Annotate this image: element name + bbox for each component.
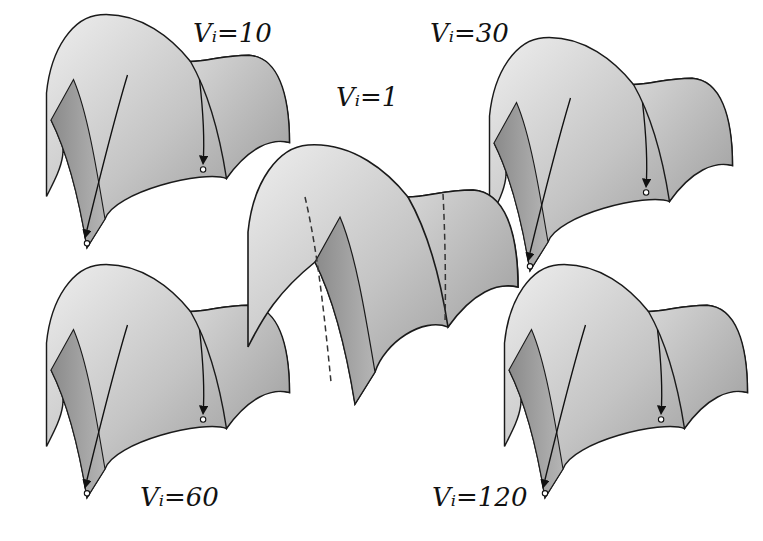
surface-end-profile	[191, 55, 290, 178]
end-point	[527, 264, 532, 269]
direction-arrow	[543, 325, 585, 487]
parameter-label: Vᵢ=60	[140, 482, 219, 512]
end-point	[542, 491, 547, 496]
swept-surface	[490, 38, 733, 271]
surface-end-profile	[408, 190, 518, 327]
direction-arrow	[85, 75, 127, 237]
surface-end-profile	[649, 305, 748, 428]
direction-arrow	[85, 325, 127, 487]
swept-surface	[248, 145, 518, 404]
end-point	[84, 491, 89, 496]
surface-body	[505, 265, 748, 498]
surface-inner	[51, 330, 105, 498]
direction-arrow	[200, 330, 204, 414]
surface-inner	[51, 80, 105, 248]
dashed-path	[305, 197, 331, 382]
end-point	[84, 241, 89, 246]
direction-arrow	[643, 103, 647, 187]
end-point	[200, 167, 205, 172]
surface-inner	[509, 330, 563, 498]
surface-end-profile	[191, 305, 290, 428]
dashed-path	[443, 194, 445, 322]
surface-body	[248, 145, 518, 404]
surface-end-profile	[634, 78, 733, 201]
parameter-label: Vᵢ=10	[193, 18, 272, 48]
direction-arrow	[528, 98, 570, 260]
surface-body	[490, 38, 733, 271]
end-point	[643, 190, 648, 195]
swept-surface	[505, 265, 748, 498]
direction-arrow	[200, 80, 204, 164]
parameter-label: Vᵢ=120	[432, 482, 527, 512]
direction-arrow	[658, 330, 662, 414]
end-point	[658, 417, 663, 422]
parameter-label: Vᵢ=30	[430, 18, 509, 48]
end-point	[200, 417, 205, 422]
parameter-label: Vᵢ=1	[336, 82, 398, 112]
